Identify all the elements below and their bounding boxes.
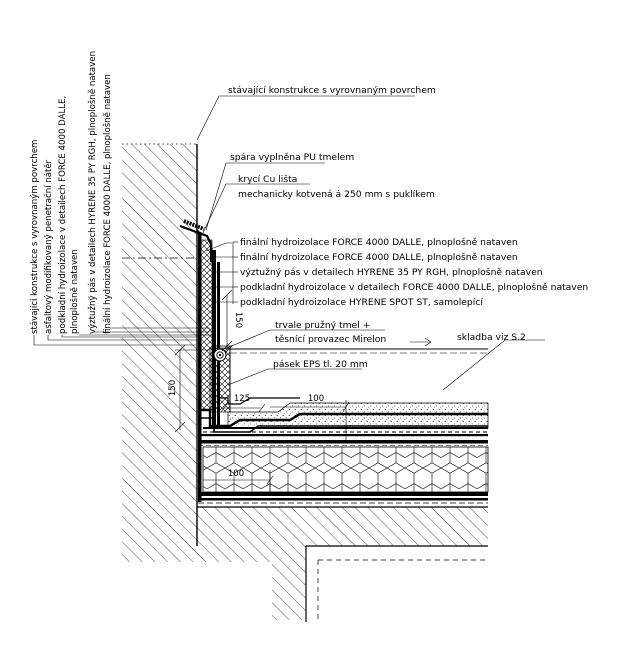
- vcallout-final-membrane: finální hydroizolace FORCE 4000 DALLE, p…: [102, 74, 113, 334]
- callout-eps-strip: pásek EPS tl. 20 mm: [273, 359, 368, 370]
- vcallout-base-membrane-line1: podkladní hydroizolace v detailech FORCE…: [58, 96, 68, 334]
- dim-150-left: 150: [168, 380, 178, 396]
- callout-cu-flashing: krycí Cu lišta: [238, 174, 297, 185]
- thermal-insulation: [202, 446, 489, 493]
- callout-reinforcement-strip: výztužný pás v detailech HYRENE 35 PY RG…: [240, 267, 543, 278]
- dim-100-upper: 100: [308, 394, 324, 404]
- callout-final-membrane-1: finální hydroizolace FORCE 4000 DALLE, p…: [240, 237, 518, 248]
- callout-pu-joint: spára vyplněna PU tmelem: [230, 152, 354, 163]
- leader-lines-right: [196, 95, 545, 391]
- existing-wall: [122, 143, 306, 620]
- copper-flashing: [179, 219, 213, 262]
- callout-base-membrane-selfadhesive: podkladní hydroizolace HYRENE SPOT ST, s…: [240, 297, 483, 308]
- dim-125: 125: [234, 394, 250, 404]
- callout-base-membrane-detail: podkladní hydroizolace v detailech FORCE…: [240, 282, 588, 293]
- callout-final-membrane-2: finální hydroizolace FORCE 4000 DALLE, p…: [240, 252, 518, 263]
- vertical-insulation-stack: [198, 232, 488, 502]
- vcallout-primer: asfaltový modifikovaný penetrační nátěr: [43, 159, 54, 334]
- callout-skladba: skladba viz S.2: [457, 332, 526, 343]
- callout-sealant-line2: těsnící provazec Mirelon: [275, 334, 386, 345]
- vcallout-existing-structure: stávající konstrukce s vyrovnaným povrch…: [30, 140, 40, 334]
- callout-cu-anchoring: mechanicky kotvená á 250 mm s puklíkem: [238, 189, 435, 200]
- dim-150-right: 150: [233, 312, 243, 328]
- vcallout-base-membrane-line2: plnoplošně nataven: [69, 249, 80, 334]
- callout-sealant-line1: trvale pružný tmel +: [275, 320, 370, 331]
- dimension-lines: [174, 289, 350, 495]
- dim-100-lower: 100: [228, 469, 244, 479]
- membrane-layers-base: [198, 434, 488, 504]
- leader-lines-left: [33, 327, 212, 346]
- callout-existing-structure: stávající konstrukce s vyrovnaným povrch…: [228, 85, 436, 96]
- vcallout-reinforcement-strip: výztužný pás v detailech HYRENE 35 PY RG…: [87, 51, 98, 334]
- roof-slab: [197, 506, 488, 622]
- screed-layer: [203, 402, 489, 433]
- roof-surface: [230, 348, 488, 354]
